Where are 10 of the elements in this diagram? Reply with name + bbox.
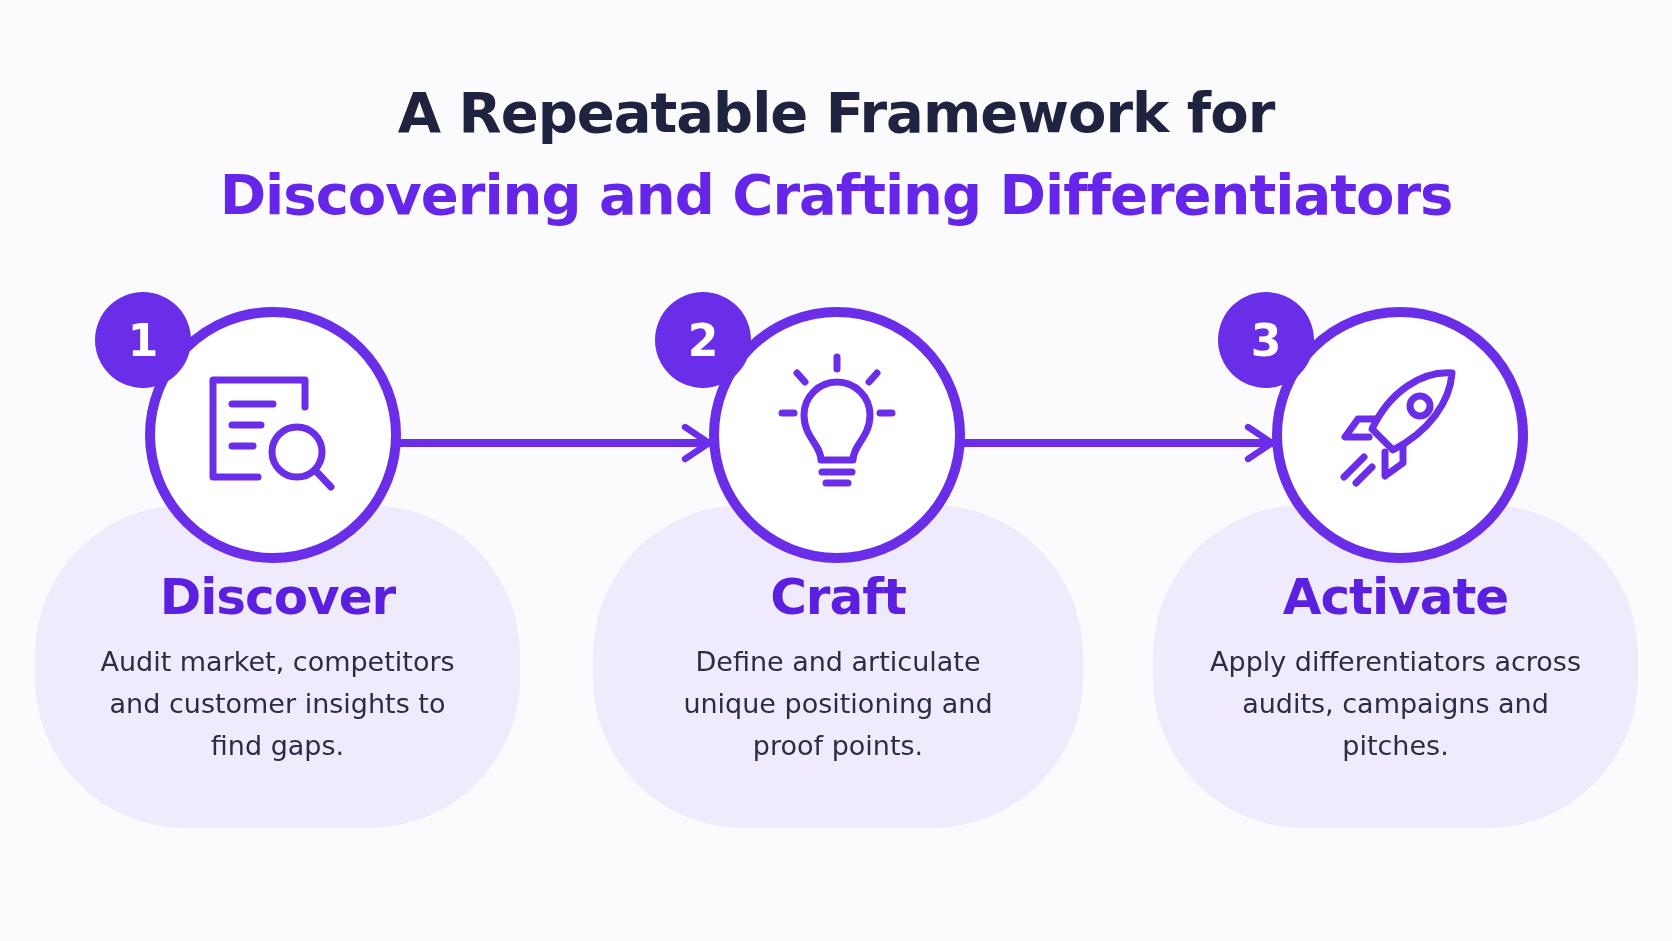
step-number: 1 — [95, 292, 191, 388]
step-title: Discover — [159, 567, 396, 627]
step-title: Activate — [1282, 567, 1509, 627]
step-description: Audit market, competitors and customer insights to find gaps. — [99, 645, 456, 763]
step-number: 3 — [1218, 292, 1314, 388]
step-description: Apply differentiators across audits, campaigns and pitches. — [1209, 645, 1582, 763]
title: A Repeatable Framework for Discovering and Crafting Differentiators — [218, 79, 1454, 229]
step-description: Define and articulate unique positioning and proof points. — [682, 645, 994, 763]
step-title: Craft — [770, 567, 906, 627]
step-number: 2 — [655, 292, 751, 388]
